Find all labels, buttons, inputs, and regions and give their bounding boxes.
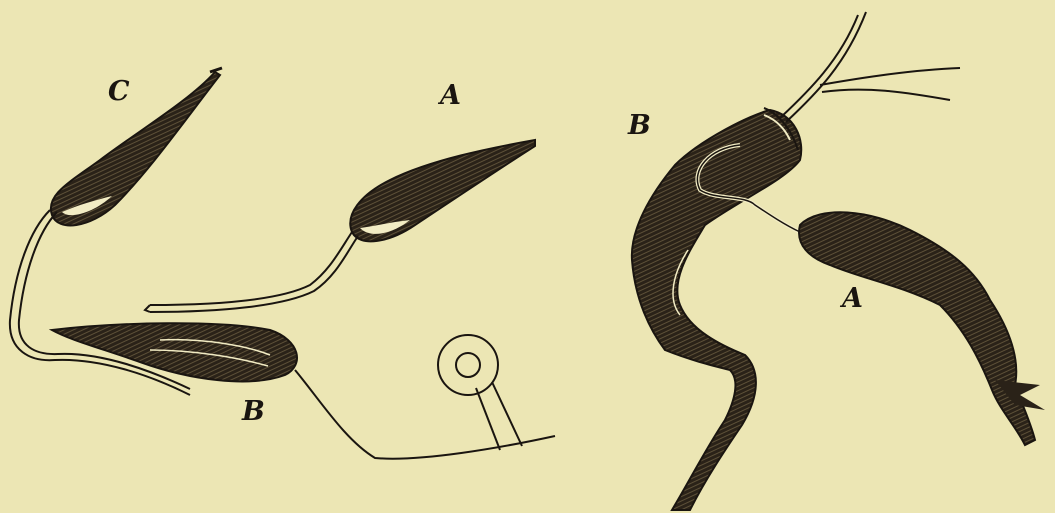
muscle-b-left <box>52 323 555 458</box>
muscle-a-left <box>145 140 535 312</box>
label-c-left: C <box>108 78 130 105</box>
label-b-right: B <box>628 112 651 139</box>
label-a-left: A <box>440 82 461 109</box>
label-b-left: B <box>242 398 265 425</box>
label-a-right: A <box>842 285 863 312</box>
frog-leg-a-right <box>799 212 1045 445</box>
electrode-ring <box>438 335 522 450</box>
